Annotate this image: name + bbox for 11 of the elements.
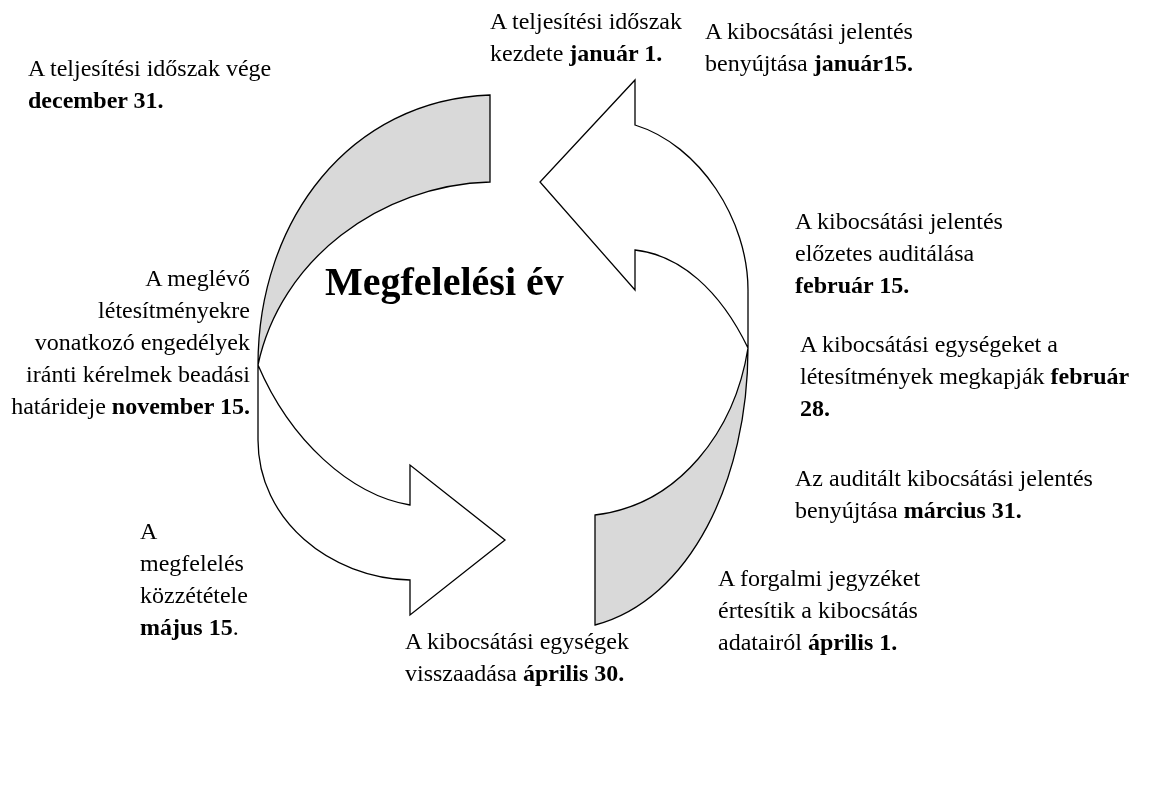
milestone-text: A megfelelés közzététele május 15.	[140, 517, 249, 642]
milestone-text: A teljesítési időszak vége december 31.	[28, 54, 273, 115]
milestone-text: A kibocsátási jelentés előzetes auditálása február 15.	[795, 207, 1004, 300]
milestone-text: A kibocsátási egységeket a létesítmények megkapják február 28.	[800, 330, 1130, 423]
milestone-text: A forgalmi jegyzéket értesítik a kibocsátás adatairól április 1.	[718, 564, 922, 657]
center-title: Megfelelési év	[325, 258, 564, 306]
milestone-text: Az auditált kibocsátási jelentés benyújtása március 31.	[795, 464, 1094, 525]
milestone-text: A kibocsátási jelentés benyújtása január15.	[705, 17, 914, 78]
milestone-text: A meglévő létesítményekre vonatkozó engedélyek iránti kérelmek beadási határideje november 15.	[10, 264, 250, 421]
milestone-text: A teljesítési időszak kezdete január 1.	[490, 7, 683, 68]
milestone-text: A kibocsátási egységek visszaadása április 30.	[405, 627, 630, 688]
